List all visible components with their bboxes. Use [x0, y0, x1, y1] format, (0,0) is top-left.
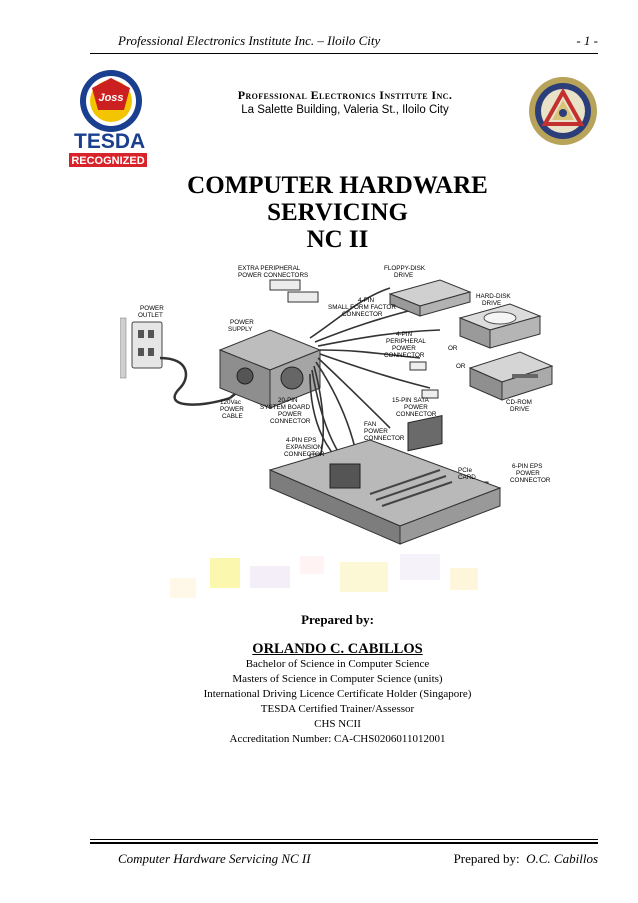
accreditation-number: Accreditation Number: CA-CHS020601101200… — [229, 733, 446, 745]
running-header-title: Professional Electronics Institute Inc. … — [118, 33, 381, 48]
diagram-label-text: POWER — [404, 404, 428, 411]
diagram-label-text: POWER — [516, 470, 540, 477]
diagram-label-text: CABLE — [222, 413, 243, 420]
organization-address: La Salette Building, Valeria St., Iloilo… — [241, 104, 449, 116]
floppy-drive-illustration — [388, 279, 472, 317]
diagram-label-text: 15-PIN SATA — [392, 397, 430, 404]
diagram-label-text: DRIVE — [394, 272, 413, 279]
diagram-label-text: 4-PIN EPS — [286, 437, 316, 444]
label-or-2: OR — [456, 363, 466, 370]
diagram-label-text: 6-PIN EPS — [512, 463, 542, 470]
label-or-1: OR — [448, 345, 458, 352]
diagram-label-text: POWER — [140, 305, 164, 312]
diagram-label-text: POWER — [230, 319, 254, 326]
author-name: ORLANDO C. CABILLOS — [252, 641, 423, 657]
diagram-label-text: POWER — [392, 345, 416, 352]
diagram-label-text: EXTRA PERIPHERAL — [238, 265, 301, 272]
tesda-recognized-badge: RECOGNIZED — [71, 155, 144, 167]
footer-course-title: Computer Hardware Servicing NC II — [118, 851, 311, 866]
diagram-label-text: 20-PIN — [278, 397, 298, 404]
footer-prepared-by: Prepared by: O.C. Cabillos — [454, 851, 598, 867]
header-rule — [90, 53, 598, 54]
diagram-label-text: OUTLET — [138, 312, 163, 319]
credential-line: Masters of Science in Computer Science (… — [232, 673, 443, 685]
document-title-line-1: COMPUTER HARDWARE — [187, 172, 488, 199]
diagram-label-text: PERIPHERAL — [386, 338, 426, 345]
diagram-label-text: HARD-DISK — [476, 293, 511, 300]
diagram-label-text: EXPANSION — [286, 444, 323, 451]
diagram-label-text: PCIe — [458, 467, 472, 474]
diagram-label-text: CONNECTOR — [510, 477, 551, 484]
diagram-label-text: CONNECTOR — [384, 352, 425, 359]
diagram-label-text: SYSTEM BOARD — [260, 404, 310, 411]
power-outlet-illustration — [120, 317, 163, 379]
diagram-label-text: 4-PIN — [358, 297, 375, 304]
diagram-label-text: SUPPLY — [228, 326, 253, 333]
diagram-label-text: CONNECTOR — [396, 411, 437, 418]
diagram-label-text: CONNECTOR — [342, 311, 383, 318]
diagram-label-text: CONNECTOR — [364, 435, 405, 442]
diagram-label-text: POWER CONNECTORS — [238, 272, 308, 279]
diagram-label-text: FLOPPY-DISK — [384, 265, 426, 272]
diagram-label-text: SMALL FORM FACTOR — [328, 304, 396, 311]
diagram-label-text: CONNECTOR — [284, 451, 325, 458]
diagram-label-text: POWER — [364, 428, 388, 435]
page-number: - 1 - — [576, 33, 598, 48]
diagram-label-text: 4-PIN — [396, 331, 413, 338]
cd-rom-illustration — [468, 351, 554, 401]
prepared-by-label: Prepared by: — [301, 612, 374, 627]
diagram-label-text: DRIVE — [482, 300, 501, 307]
credential-line: Bachelor of Science in Computer Science — [245, 658, 430, 670]
footer-rule — [90, 839, 598, 840]
footer-prepared-label: Prepared by: — [453, 851, 520, 866]
watermark-graphic — [170, 554, 478, 598]
document-title-line-2: SERVICING — [267, 199, 408, 226]
school-seal — [529, 77, 597, 145]
diagram-label-text: POWER — [278, 411, 302, 418]
motherboard-illustration — [268, 414, 502, 545]
credential-line: CHS NCII — [314, 718, 361, 730]
diagram-label-text: DRIVE — [510, 406, 529, 413]
diagram-label-text: POWER — [220, 406, 244, 413]
hard-disk-illustration — [458, 303, 542, 349]
organization-name: Professional Electronics Institute Inc. — [237, 88, 453, 102]
diagram-label-text: CD-ROM — [506, 399, 532, 406]
credential-line: International Driving Licence Certificat… — [203, 688, 472, 700]
diagram-label-text: CONNECTOR — [270, 418, 311, 425]
power-supply-illustration — [218, 329, 322, 409]
diagram-label-text: FAN — [364, 421, 377, 428]
document-title-line-3: NC II — [306, 226, 369, 253]
footer-rule-thick — [90, 842, 598, 844]
diagram-label-text: 120Vac — [220, 399, 241, 406]
tesda-logo-text: TESDA — [74, 130, 145, 153]
svg-text:Joss: Joss — [98, 92, 123, 104]
credential-line: TESDA Certified Trainer/Assessor — [260, 703, 415, 715]
footer-author: O.C. Cabillos — [526, 851, 598, 866]
diagram-label-text: CARD — [458, 474, 476, 481]
tesda-logo: Joss TESDA RECOGNIZED — [69, 70, 147, 167]
